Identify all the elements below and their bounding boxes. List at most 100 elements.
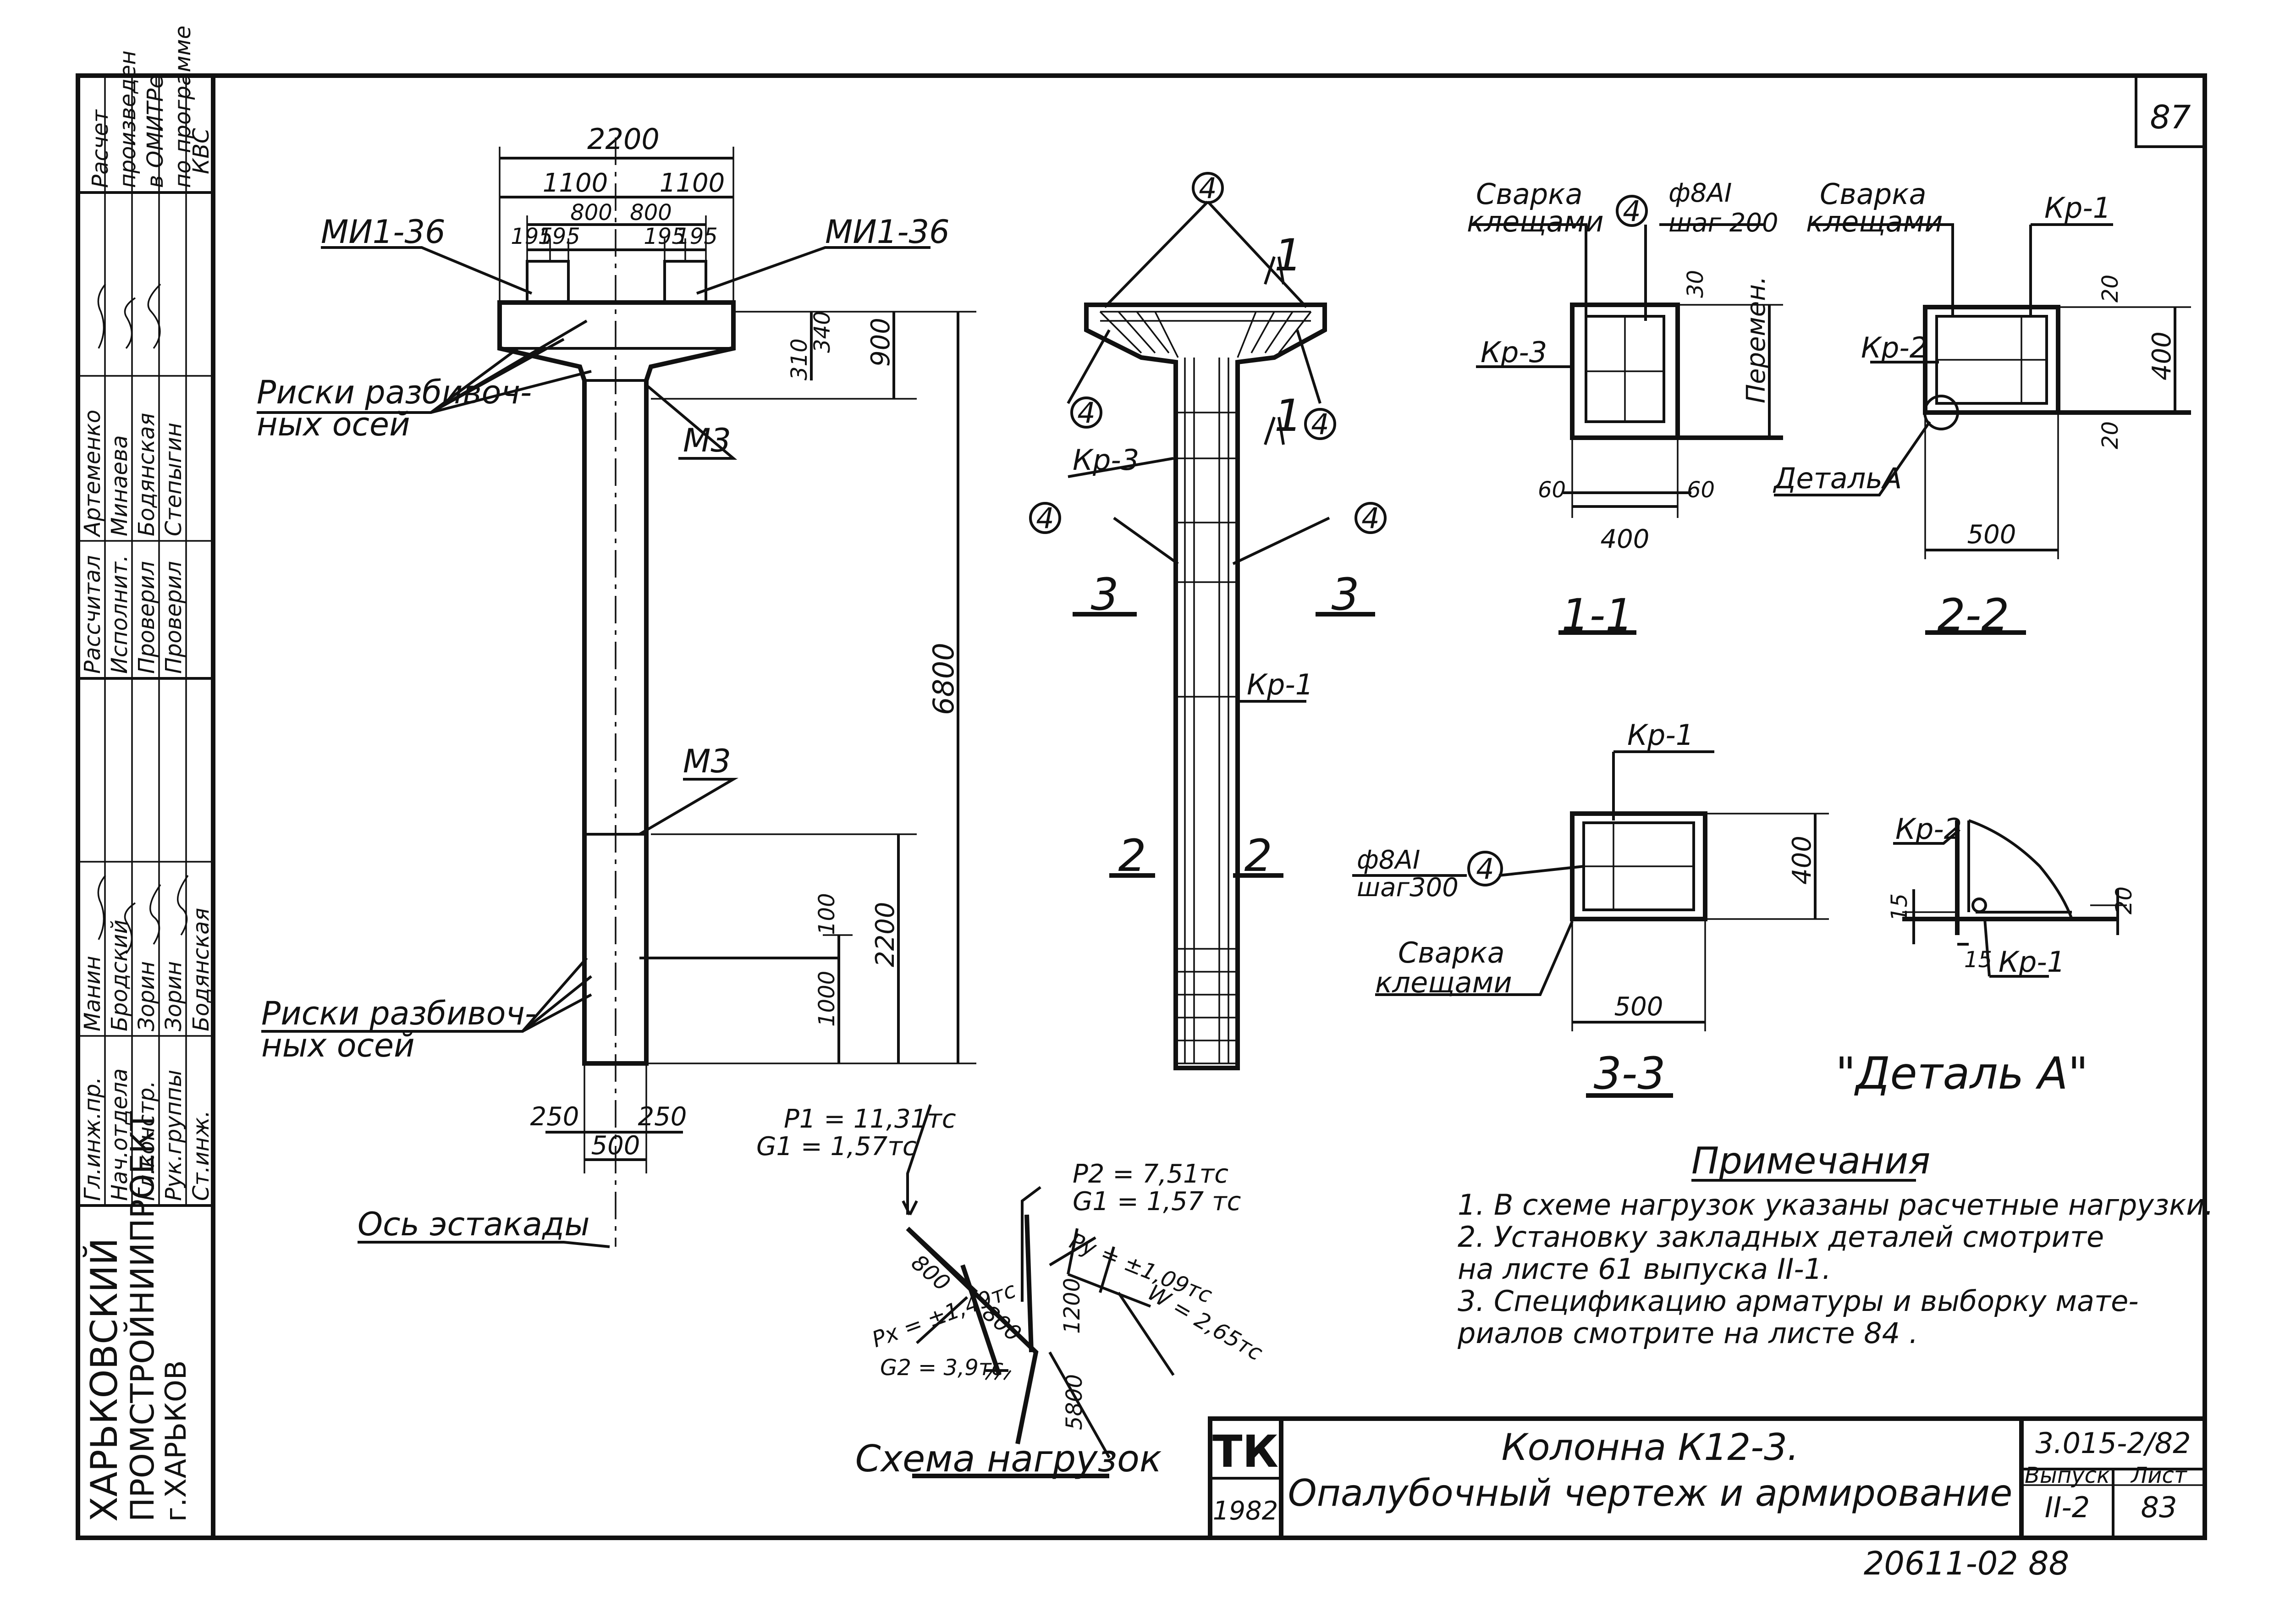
title-block-labels: ТК 1982 Колонна К12-3. Опалубочный черте… [1212,1426,2191,1526]
da-dim-15-b: 15 [1964,947,1992,973]
performer-name-1: Артеменко [80,410,105,538]
dim-500-bottom: 500 [591,1131,640,1161]
calc-note-4: по программе [170,26,196,188]
load-scheme [902,1104,1175,1478]
dim-195-c: 195 [644,224,686,249]
s22-dim-400: 400 [2147,331,2177,380]
cut-1-top: 1 [1274,230,1302,281]
s22-detail: ДетальА [1773,462,1902,495]
pos-mark-1: 4 [1199,171,1217,205]
s22-kr1: Кр-1 [2044,191,2111,225]
load-dim-800-a: 800 [906,1250,955,1296]
cage-kr3: Кр-3 [1073,443,1139,477]
dim-2200-side: 2200 [870,902,900,967]
signatures [97,283,189,954]
stamp-title-2: Опалубочный чертеж и армирование [1288,1472,2013,1514]
load-title: Схема нагрузок [855,1437,1162,1480]
dim-1100-right: 1100 [660,168,725,198]
role-name-1: Манин [80,956,105,1031]
s33-dim-500: 500 [1614,992,1663,1022]
dim-340: 340 [809,311,835,353]
stamp-sheet: 83 [2141,1491,2177,1524]
m3-bottom-label: М3 [683,743,731,780]
dim-250-left: 250 [530,1102,579,1132]
note-line-2: 2. Установку закладных деталей смотрите [1458,1220,2104,1254]
note-line-4: 3. Спецификацию арматуры и выборку мате- [1458,1284,2139,1318]
s33-rebar-1: ф8АI [1357,845,1420,875]
calc-note-2: произведен [115,50,141,188]
org-title-line1: ХАРЬКОВСКИЙ [83,1238,126,1522]
load-p1: P1 = 11,31тс [784,1104,956,1134]
dim-195-b: 195 [538,224,580,249]
dim-800-right: 800 [630,200,672,226]
s33-dim-400: 400 [1787,836,1817,885]
load-p2: P2 = 7,51тс [1073,1159,1228,1189]
role-name-2: Бродский [107,919,132,1031]
cut-2-left: 2 [1118,830,1146,881]
role-name-5: Бодянская [188,908,214,1031]
performer-role-4: Проверил [161,561,187,674]
s22-kr2: Кр-2 [1861,331,1927,364]
m3-top-label: М3 [683,422,731,459]
dim-800-left: 800 [570,200,612,226]
s11-weld-1: Сварка [1476,177,1583,211]
dim-195-a: 195 [511,224,553,249]
s22-weld-2: клещами [1806,205,1943,238]
detail-a [1893,819,2127,978]
s11-dim-30: 30 [1683,270,1708,298]
dim-100: 100 [814,893,840,935]
s33-weld-2: клещами [1375,966,1512,999]
org-title-line2: ПРОМСТРОЙНИИПРОЕКТ [124,1111,161,1522]
s11-dim-60-left: 60 [1538,477,1566,503]
stamp-tk: ТК [1212,1426,1278,1477]
section-3-3-labels: Кр-1 ф8АI шаг300 4 Сварка клещами 400 50… [1357,718,1817,1099]
da-title: "Деталь А" [1835,1048,2088,1099]
performer-name-3: Бодянская [134,413,160,536]
load-py: Py = ±1,09тс [1066,1228,1216,1308]
role-name-3: Зорин [134,961,160,1031]
s11-title: 1-1 [1562,589,1634,641]
calc-note-5: КВС [188,128,214,174]
pos-mark-3: 4 [1311,407,1329,441]
s11-pos: 4 [1623,194,1641,228]
s33-weld-1: Сварка [1398,936,1505,969]
notes-title: Примечания [1691,1140,1930,1182]
load-dim-5800: 5800 [1062,1374,1087,1430]
dim-195-d: 195 [676,224,718,249]
role-3: Гл.констр. [134,1081,160,1201]
stamp-code: 3.015-2/82 [2035,1426,2191,1460]
s33-kr1: Кр-1 [1627,718,1694,752]
side-stamp-text: ХАРЬКОВСКИЙ ПРОМСТРОЙНИИПРОЕКТ г.ХАРЬКОВ… [80,26,214,1522]
column-elevation [257,138,976,1248]
axes-bottom-line2: ных осей [261,1027,415,1064]
role-5: Ст.инж. [188,1110,214,1201]
s11-dim-400: 400 [1601,524,1650,554]
da-kr1: Кр-1 [1999,945,2065,979]
performer-role-2: Исполнит. [107,555,132,674]
dim-1000: 1000 [814,971,840,1027]
sheet-frame [76,73,2207,1540]
title-block [1208,1416,2207,1540]
s22-dim-500: 500 [1967,520,2016,550]
calc-note-1: Расчет [88,109,113,188]
da-dim-15-a: 15 [1887,893,1912,921]
dim-310: 310 [787,338,812,380]
performer-name-2: Минаева [107,435,132,536]
dim-2200-top: 2200 [587,122,660,156]
s11-rebar-2: шаг 200 [1668,208,1778,238]
s22-weld-1: Сварка [1820,177,1927,211]
s33-rebar-2: шаг300 [1357,873,1459,903]
section-3-3 [1352,750,1829,1098]
cut-3-right: 3 [1331,569,1359,620]
role-name-4: Зорин [161,961,187,1031]
elevation-labels: 2200 1100 1100 800 800 195 195 195 195 М… [257,122,960,1243]
section-2-2 [1774,223,2191,635]
role-2: Нач.отдела [107,1068,132,1201]
stamp-issue: II-2 [2045,1491,2090,1524]
detail-a-labels: Кр-2 Кр-1 15 15 20 "Деталь А" [1835,812,2137,1099]
s33-title: 3-3 [1594,1048,1666,1099]
s22-dim-20-top: 20 [2098,275,2123,303]
role-4: Рук.группы [161,1070,187,1201]
cut-3-left: 3 [1090,569,1118,620]
